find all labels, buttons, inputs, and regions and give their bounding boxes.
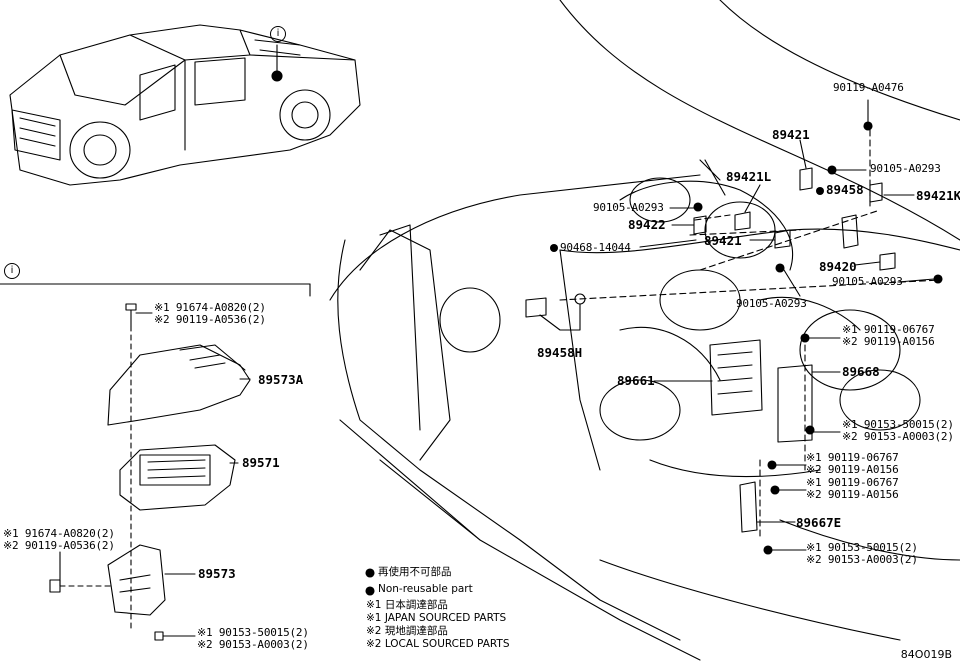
engine-bay-illustration (329, 0, 960, 661)
legend-local-ja: ※2 現地調達部品 (366, 625, 448, 637)
legend-japan-ja: ※1 日本調達部品 (366, 599, 448, 611)
label-90105-A0293-right: 90105-A0293 (832, 275, 903, 288)
label-89458-text: 89458 (826, 182, 864, 197)
label-90153-A0003-e: ※2 90153-A0003(2) (806, 553, 918, 566)
legend: 再使用不可部品 Non-reusable part ※1 日本調達部品 ※1 J… (366, 566, 510, 651)
label-90119-06767-d: ※1 90119-06767 (806, 476, 899, 489)
label-89422: 89422 (628, 217, 666, 232)
legend-local-en: ※2 LOCAL SOURCED PARTS (366, 638, 510, 650)
label-89667E: 89667E (796, 515, 842, 530)
label-89420: 89420 (819, 259, 857, 274)
legend-nonreusable-ja: 再使用不可部品 (378, 566, 452, 578)
label-91674-A0820-top: ※1 91674-A0820(2) (154, 301, 266, 314)
label-89573: 89573 (198, 566, 236, 581)
label-89668: 89668 (842, 364, 880, 379)
label-90153-A0003-f: ※2 90153-A0003(2) (197, 638, 309, 651)
label-89421K: 89421K (916, 188, 960, 203)
label-89573A: 89573A (258, 372, 304, 387)
label-90119-A0536-left: ※2 90119-A0536(2) (3, 539, 115, 552)
label-90105-A0293-left: 90105-A0293 (593, 201, 664, 214)
legend-nonreusable-en: Non-reusable part (378, 583, 473, 595)
label-90153-50015-e: ※1 90153-50015(2) (806, 541, 918, 554)
label-89661: 89661 (617, 373, 655, 388)
label-90153-A0003-b: ※2 90153-A0003(2) (842, 430, 954, 443)
label-89458H: 89458H (537, 345, 583, 360)
label-90153-50015-b: ※1 90153-50015(2) (842, 418, 954, 431)
drawing-code: 84O019B (900, 648, 952, 661)
non-reusable-mark (550, 244, 558, 252)
label-89421: 89421 (772, 127, 810, 142)
label-89421-mid: 89421 (704, 233, 742, 248)
label-90105-A0293-top: 90105-A0293 (870, 162, 941, 175)
detail-panel (0, 283, 311, 641)
callout-i-truck: i (270, 26, 286, 42)
callout-i-panel: i (4, 263, 20, 279)
label-90119-A0156-d: ※2 90119-A0156 (806, 488, 899, 501)
label-89571: 89571 (242, 455, 280, 470)
label-90119-A0156-a: ※2 90119-A0156 (842, 335, 935, 348)
label-90119-A0476: 90119-A0476 (833, 81, 904, 94)
label-90105-A0293-mid: 90105-A0293 (736, 297, 807, 310)
label-90468-14044: 90468-14044 (550, 242, 631, 254)
label-90119-A0536-top: ※2 90119-A0536(2) (154, 313, 266, 326)
legend-japan-en: ※1 JAPAN SOURCED PARTS (366, 612, 507, 624)
label-90119-06767-a: ※1 90119-06767 (842, 323, 935, 336)
label-90119-06767-c: ※1 90119-06767 (806, 451, 899, 464)
label-90153-50015-f: ※1 90153-50015(2) (197, 626, 309, 639)
truck-illustration (9, 24, 361, 186)
label-91674-A0820-left: ※1 91674-A0820(2) (3, 527, 115, 540)
label-89458: 89458 (816, 183, 864, 197)
label-90468-14044-text: 90468-14044 (560, 241, 631, 254)
label-90119-A0156-c: ※2 90119-A0156 (806, 463, 899, 476)
non-reusable-mark (816, 187, 824, 195)
label-89421L: 89421L (726, 169, 772, 184)
